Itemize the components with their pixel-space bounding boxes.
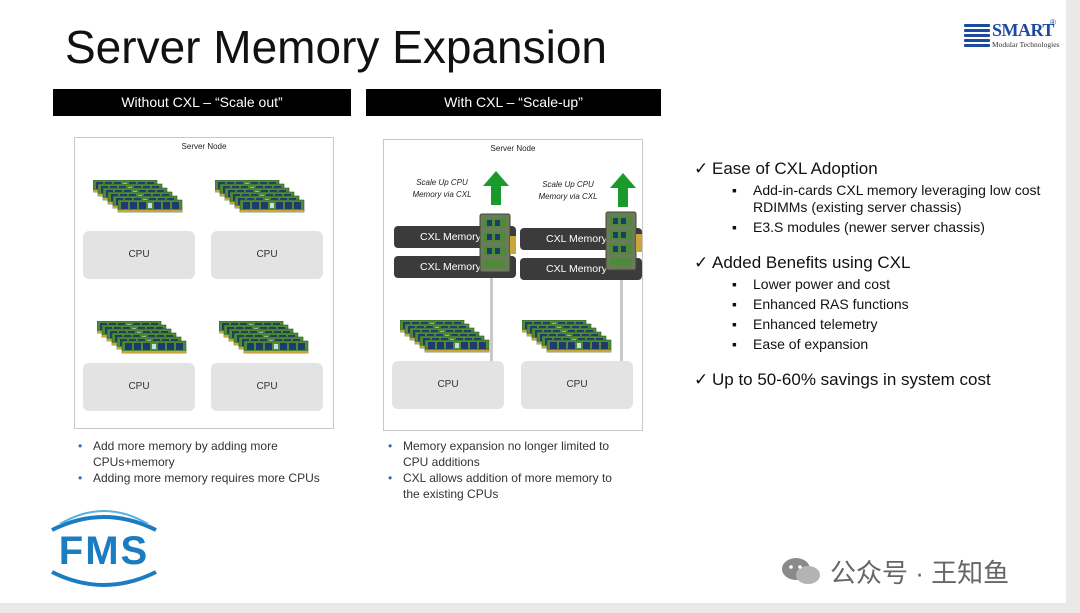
cpu-box: CPU	[211, 363, 323, 411]
benefit-item: Lower power and cost	[694, 276, 1054, 293]
benefit-item: Add-in-cards CXL memory leveraging low c…	[694, 182, 1054, 216]
cpu-box: CPU	[83, 363, 195, 411]
benefit-item: Ease of expansion	[694, 336, 1054, 353]
right-panel-label: Server Node	[490, 144, 536, 153]
smart-logo-text: SMART	[992, 20, 1054, 40]
benefit-heading: Ease of CXL Adoption	[712, 159, 878, 178]
fms-logo: FMS	[51, 510, 157, 587]
with-cxl-header: With CXL – “Scale-up”	[366, 89, 661, 116]
cpu-box: CPU	[83, 231, 195, 279]
cxl-card-icon	[479, 213, 517, 273]
note-item: Add more memory by adding more CPUs+memo…	[78, 438, 348, 470]
benefits-list: ✓Ease of CXL Adoption Add-in-cards CXL m…	[694, 158, 1054, 407]
dimm-stack-icon	[215, 180, 307, 220]
benefit-group: ✓Up to 50-60% savings in system cost	[694, 369, 1054, 391]
smart-logo: SMART ® Modular Technologies	[962, 18, 1062, 66]
left-notes: Add more memory by adding more CPUs+memo…	[78, 438, 348, 486]
up-arrow-icon	[483, 171, 509, 205]
benefit-heading: Up to 50-60% savings in system cost	[712, 370, 991, 389]
benefit-item: Enhanced RAS functions	[694, 296, 1054, 313]
dimm-stack-icon	[97, 321, 189, 361]
cpu-box: CPU	[211, 231, 323, 279]
dimm-stack-icon	[219, 321, 311, 361]
left-panel-label: Server Node	[181, 142, 227, 151]
checkmark-icon: ✓	[694, 253, 709, 272]
benefit-heading: Added Benefits using CXL	[712, 253, 911, 272]
dimm-stack-icon	[93, 180, 185, 220]
cpu-box: CPU	[521, 361, 633, 409]
smart-stripes-icon	[964, 24, 990, 47]
benefit-group: ✓Added Benefits using CXL Lower power an…	[694, 252, 1054, 353]
scale-up-note: Scale Up CPU Memory via CXL	[412, 178, 472, 199]
up-arrow-icon	[610, 173, 636, 207]
dimm-stack-icon	[522, 320, 614, 360]
note-item: Adding more memory requires more CPUs	[78, 470, 348, 486]
wechat-icon	[782, 558, 820, 584]
scale-up-note: Scale Up CPU Memory via CXL	[538, 180, 598, 201]
smart-logo-reg: ®	[1050, 18, 1056, 27]
without-cxl-header: Without CXL – “Scale out”	[53, 89, 351, 116]
connector-line	[620, 274, 623, 366]
fms-logo-text: FMS	[59, 529, 149, 573]
note-item: Memory expansion no longer limited to CP…	[388, 438, 624, 470]
slide-title: Server Memory Expansion	[65, 21, 607, 73]
cpu-box: CPU	[392, 361, 504, 409]
left-server-node-panel: Server Node CPU CPU CPU CPU	[74, 137, 334, 429]
connector-line	[490, 270, 493, 362]
checkmark-icon: ✓	[694, 159, 709, 178]
benefit-item: Enhanced telemetry	[694, 316, 1054, 333]
benefit-item: E3.S modules (newer server chassis)	[694, 219, 1054, 236]
smart-logo-tagline: Modular Technologies	[992, 40, 1060, 49]
watermark-text: 公众号 · 王知鱼	[830, 558, 1010, 588]
checkmark-icon: ✓	[694, 370, 709, 389]
right-server-node-panel: Server Node Scale Up CPU Memory via CXL …	[383, 139, 643, 431]
note-item: CXL allows addition of more memory to th…	[388, 470, 624, 502]
cxl-card-icon	[605, 211, 643, 271]
dimm-stack-icon	[400, 320, 492, 360]
right-notes: Memory expansion no longer limited to CP…	[388, 438, 624, 502]
slide: Server Memory Expansion SMART ® Modular …	[0, 0, 1066, 603]
benefit-group: ✓Ease of CXL Adoption Add-in-cards CXL m…	[694, 158, 1054, 236]
